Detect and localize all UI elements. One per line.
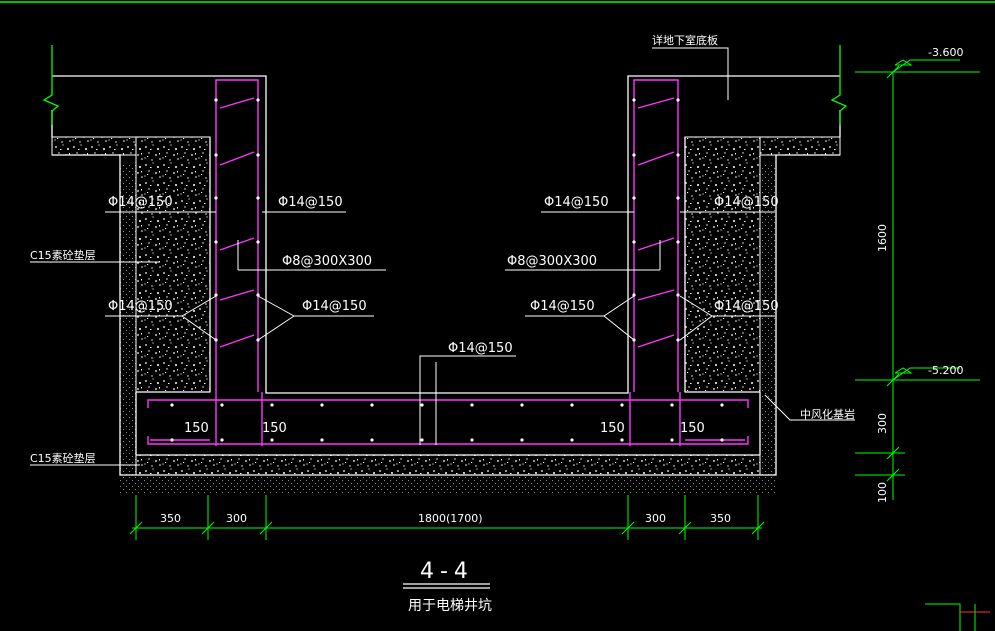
dim-h-5: 350 [710, 512, 731, 525]
c15-bedding-label-bottom: C15素砼垫层 [30, 451, 96, 465]
rebar-group [147, 79, 749, 446]
dim-bedding: 100 [876, 482, 889, 503]
horizontal-dimension [129, 495, 765, 540]
dim-h-4: 300 [645, 512, 666, 525]
corner-mark [925, 603, 990, 631]
elevation-bottom: -5.200 [928, 364, 963, 377]
left-tie-label: Φ8@300X300 [282, 254, 372, 269]
left-rebar-label-2: Φ14@150 [108, 299, 173, 314]
vertical-dimension [855, 59, 980, 500]
basement-floor-label: 详地下室底板 [652, 33, 718, 47]
break-lines [42, 45, 848, 125]
bedding-concrete [135, 454, 761, 476]
left-inner-label-1: Φ14@150 [278, 195, 343, 210]
left-slab-concrete [51, 136, 137, 156]
rock-hatch-bottom [118, 475, 776, 495]
c15-bedding-label-top: C15素砼垫层 [30, 248, 96, 262]
right-wall-concrete [684, 136, 761, 393]
dim-slab: 300 [876, 413, 889, 434]
section-title: 4-4 [420, 559, 474, 584]
right-tie-label: Φ8@300X300 [507, 254, 597, 269]
section-subtitle: 用于电梯井坑 [408, 598, 492, 614]
dim-h-1: 350 [160, 512, 181, 525]
dim-h-2: 300 [226, 512, 247, 525]
right-slab-concrete [759, 136, 841, 156]
dim-h-3: 1800(1700) [418, 512, 483, 525]
left-inner-label-2: Φ14@150 [302, 299, 367, 314]
left-rebar-label-1: Φ14@150 [108, 195, 173, 210]
cover-label-2: 150 [262, 421, 287, 436]
right-rebar-label-2: Φ14@150 [714, 299, 779, 314]
cover-label-4: 150 [680, 421, 705, 436]
title-underlines [403, 583, 490, 589]
rock-label: 中风化基岩 [800, 407, 855, 421]
elevation-top: -3.600 [928, 46, 963, 59]
bottom-rebar-label: Φ14@150 [448, 341, 513, 356]
right-inner-label-1: Φ14@150 [544, 195, 609, 210]
dim-wall-height: 1600 [876, 224, 889, 252]
right-inner-label-2: Φ14@150 [530, 299, 595, 314]
leader-lines [30, 47, 855, 466]
left-wall-concrete [135, 136, 211, 393]
right-rebar-label-1: Φ14@150 [714, 195, 779, 210]
cover-label-1: 150 [184, 421, 209, 436]
cover-label-3: 150 [600, 421, 625, 436]
structure-outline [51, 75, 841, 476]
